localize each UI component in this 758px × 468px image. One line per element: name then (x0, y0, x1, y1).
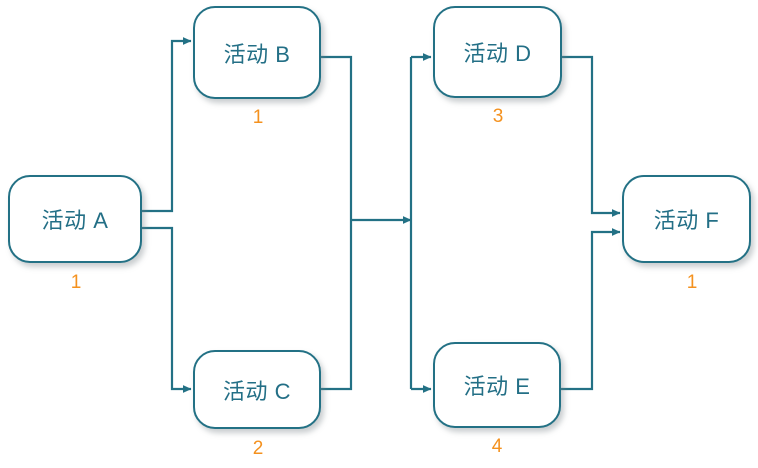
node-label: 活动 F (653, 208, 720, 233)
node-label: 活动 A (41, 208, 109, 233)
node-activity-b[interactable]: 活动 B (193, 6, 321, 99)
edge-a-to-b (142, 37, 192, 213)
edge-b-to-merge (321, 55, 353, 220)
duration-label-c: 2 (252, 438, 264, 459)
node-label: 活动 E (463, 374, 531, 399)
duration-label-d: 3 (492, 106, 504, 127)
duration-label-f: 1 (686, 272, 698, 293)
node-activity-d[interactable]: 活动 D (433, 6, 562, 98)
node-activity-f[interactable]: 活动 F (622, 175, 751, 263)
duration-label-a: 1 (70, 272, 82, 293)
edge-c-to-merge (321, 220, 353, 391)
edge-a-to-c (142, 226, 192, 393)
node-label: 活动 C (222, 378, 291, 404)
node-activity-a[interactable]: 活动 A (8, 175, 142, 263)
duration-label-e: 4 (491, 436, 503, 457)
node-activity-c[interactable]: 活动 C (193, 350, 321, 429)
node-label: 活动 B (223, 41, 291, 67)
edge-e-to-f (561, 228, 621, 391)
duration-label-b: 1 (252, 107, 264, 128)
node-label: 活动 D (463, 41, 532, 66)
edge-d-to-f (562, 55, 621, 217)
node-activity-e[interactable]: 活动 E (433, 342, 561, 428)
